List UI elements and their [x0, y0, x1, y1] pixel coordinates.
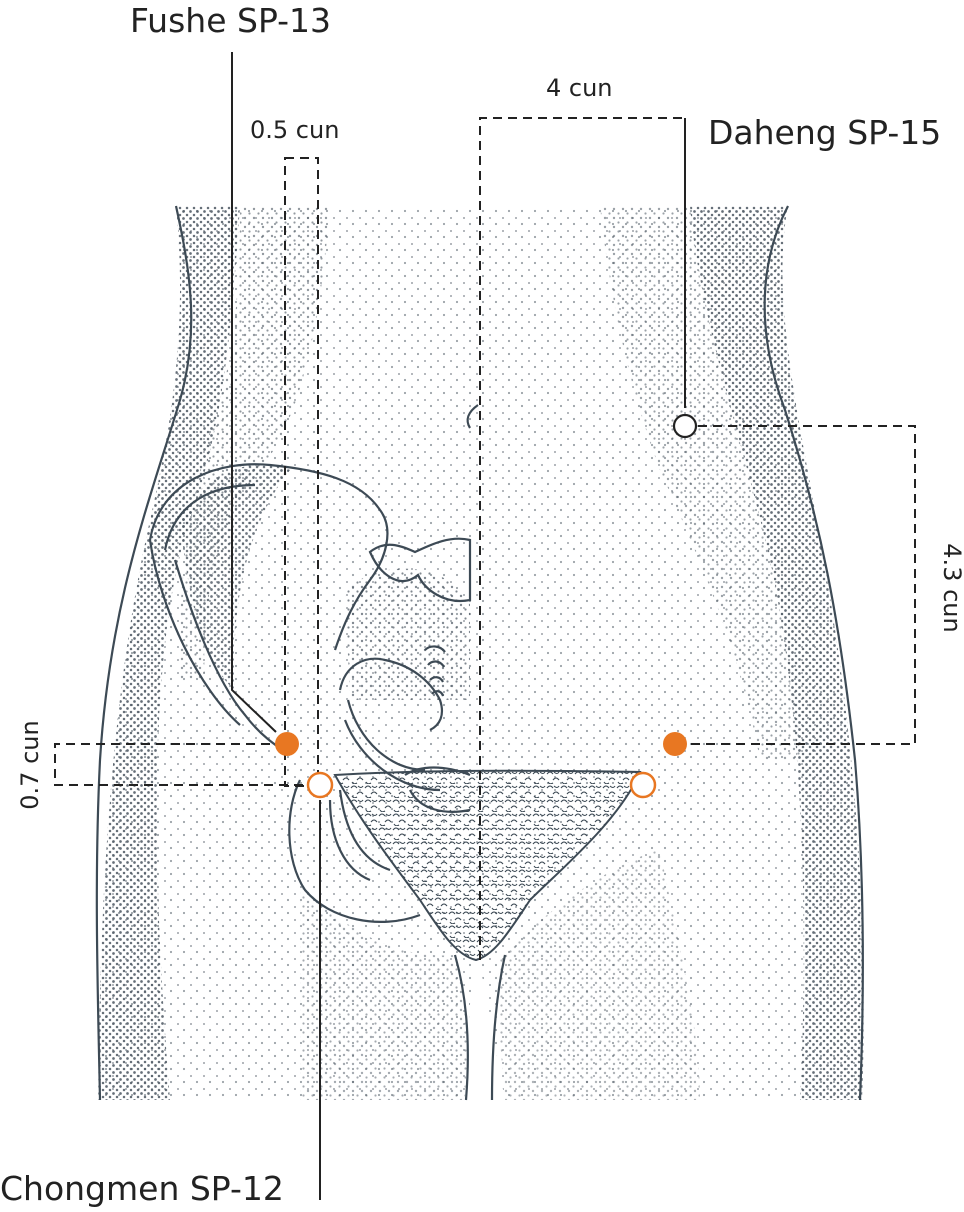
fushe-left-point — [275, 732, 299, 756]
four-cun-label: 4 cun — [546, 74, 613, 102]
chongmen-label: Chongmen SP-12 — [0, 1169, 284, 1208]
leader-lines — [231, 52, 686, 1200]
measurement-lines — [54, 117, 916, 960]
half-cun-label: 0.5 cun — [250, 116, 340, 144]
pubic-region — [333, 769, 642, 962]
fushe-right-point — [663, 732, 687, 756]
body-outline — [95, 205, 864, 1101]
chongmen-left-point — [306, 771, 334, 799]
acupoints — [275, 413, 698, 799]
fushe-label: Fushe SP-13 — [130, 1, 332, 40]
zero-seven-cun-label: 0.7 cun — [16, 720, 44, 810]
daheng-point — [672, 413, 698, 439]
chongmen-right-point — [629, 771, 657, 799]
four-three-cun-label: 4.3 cun — [938, 543, 964, 633]
daheng-label: Daheng SP-15 — [708, 113, 942, 152]
